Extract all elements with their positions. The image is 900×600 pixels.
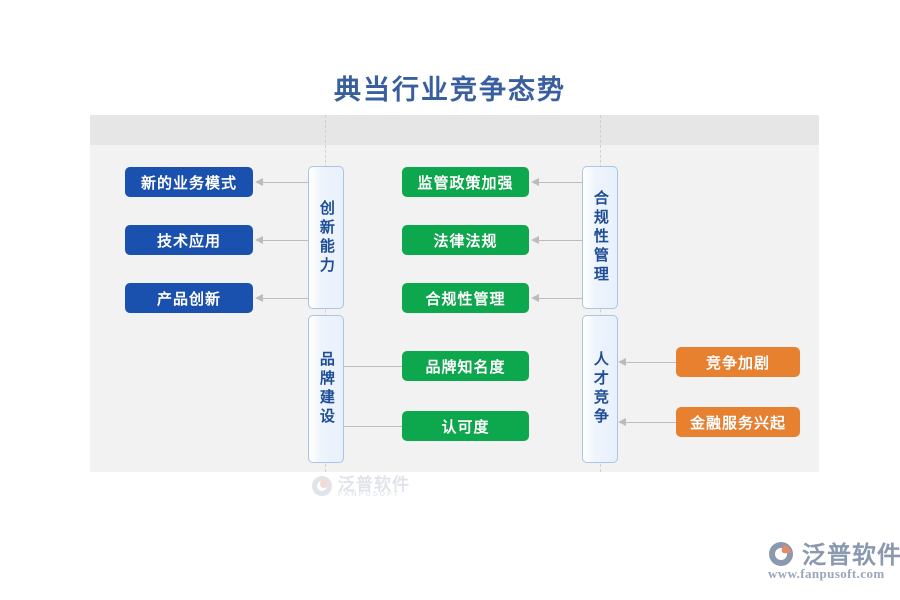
fanpusoft-logo-icon bbox=[766, 539, 800, 574]
leaf-intensified-competition[interactable]: 竞争加剧 bbox=[676, 347, 800, 377]
leaf-regulatory-policy-strengthening[interactable]: 监管政策加强 bbox=[402, 167, 529, 197]
connector-compliance-1 bbox=[539, 182, 600, 183]
watermark-sub: FANPUSOFT bbox=[338, 491, 401, 498]
leaf-laws-and-regulations[interactable]: 法律法规 bbox=[402, 225, 529, 255]
category-label-innovation: 创新能力 bbox=[317, 199, 335, 276]
arrowhead-innovation-2 bbox=[255, 235, 263, 244]
arrowhead-innovation-1 bbox=[255, 177, 263, 186]
leaf-brand-awareness[interactable]: 品牌知名度 bbox=[402, 351, 529, 381]
arrowhead-talent-1 bbox=[618, 357, 626, 366]
leaf-rise-of-financial-services[interactable]: 金融服务兴起 bbox=[676, 407, 800, 437]
brand-logo: 泛普软件 www.fanpusoft.com bbox=[766, 535, 900, 587]
connector-compliance-3 bbox=[539, 298, 600, 299]
leaf-compliance-management[interactable]: 合规性管理 bbox=[402, 283, 529, 313]
leaf-product-innovation[interactable]: 产品创新 bbox=[125, 283, 253, 313]
category-label-compliance: 合规性管理 bbox=[591, 190, 609, 285]
connector-compliance-2 bbox=[539, 240, 600, 241]
arrowhead-compliance-3 bbox=[531, 293, 539, 302]
page-title: 典当行业竞争态势 bbox=[334, 75, 566, 105]
category-label-brand: 品牌建设 bbox=[317, 351, 335, 427]
arrowhead-talent-2 bbox=[618, 417, 626, 426]
connector-talent-2 bbox=[626, 422, 676, 423]
brand-name: 泛普软件 bbox=[802, 542, 900, 569]
connector-brand-1 bbox=[344, 366, 402, 367]
leaf-recognition[interactable]: 认可度 bbox=[402, 411, 529, 441]
category-box-brand[interactable]: 品牌建设 bbox=[308, 315, 344, 463]
connector-innovation-3 bbox=[263, 298, 325, 299]
center-watermark: 泛普软件 FANPUSOFT bbox=[308, 470, 438, 510]
category-box-innovation[interactable]: 创新能力 bbox=[308, 166, 344, 309]
connector-innovation-2 bbox=[263, 240, 325, 241]
leaf-technology-application[interactable]: 技术应用 bbox=[125, 225, 253, 255]
category-box-compliance[interactable]: 合规性管理 bbox=[582, 166, 618, 309]
arrowhead-compliance-1 bbox=[531, 177, 539, 186]
arrowhead-compliance-2 bbox=[531, 235, 539, 244]
connector-talent-1 bbox=[626, 362, 676, 363]
panel-header-strip bbox=[90, 115, 819, 145]
connector-brand-2 bbox=[344, 426, 402, 427]
connector-innovation-1 bbox=[263, 182, 325, 183]
arrowhead-innovation-3 bbox=[255, 293, 263, 302]
diagram-panel: 泛普软件 FANPUSOFT 新的业务模式 技术应用 产品创新 创新能力 品牌建… bbox=[90, 115, 819, 498]
category-label-talent: 人才竞争 bbox=[591, 351, 609, 427]
leaf-new-business-model[interactable]: 新的业务模式 bbox=[125, 167, 253, 197]
watermark-name: 泛普软件 bbox=[338, 475, 410, 494]
fanpusoft-watermark-icon bbox=[308, 472, 336, 505]
brand-url: www.fanpusoft.com bbox=[768, 566, 885, 581]
category-box-talent[interactable]: 人才竞争 bbox=[582, 315, 618, 463]
